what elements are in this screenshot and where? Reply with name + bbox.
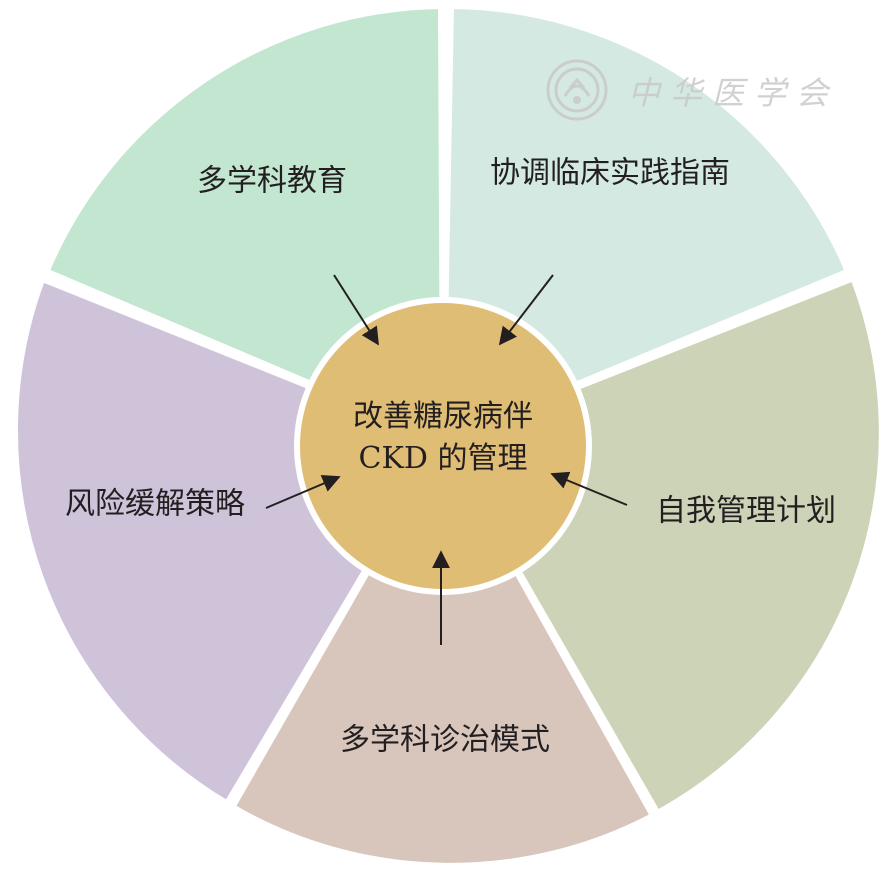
arrow-from-guideline	[498, 274, 554, 346]
center-hub	[294, 297, 592, 595]
arrows	[265, 274, 628, 645]
arrow-from-risk	[265, 475, 341, 509]
arrow-from-education	[333, 274, 379, 346]
label-self-management: 自我管理计划	[656, 494, 836, 529]
label-education: 多学科教育	[197, 164, 347, 199]
label-risk-mitigation: 风险缓解策略	[65, 487, 245, 522]
center-title-line-1: 改善糖尿病伴	[353, 399, 533, 434]
segment-education	[43, 3, 446, 443]
label-multidisciplinary-care: 多学科诊治模式	[340, 723, 550, 758]
arrow-from-self-management	[550, 471, 628, 506]
watermark-text: 中华医学会	[628, 74, 838, 112]
watermark: 中华医学会	[546, 59, 838, 121]
segment-guideline	[440, 3, 851, 443]
association-seal-icon	[546, 59, 608, 121]
segment-multidisciplinary-care	[229, 437, 656, 869]
center-title-line-2: CKD 的管理	[359, 441, 528, 476]
label-guideline: 协调临床实践指南	[490, 156, 730, 191]
